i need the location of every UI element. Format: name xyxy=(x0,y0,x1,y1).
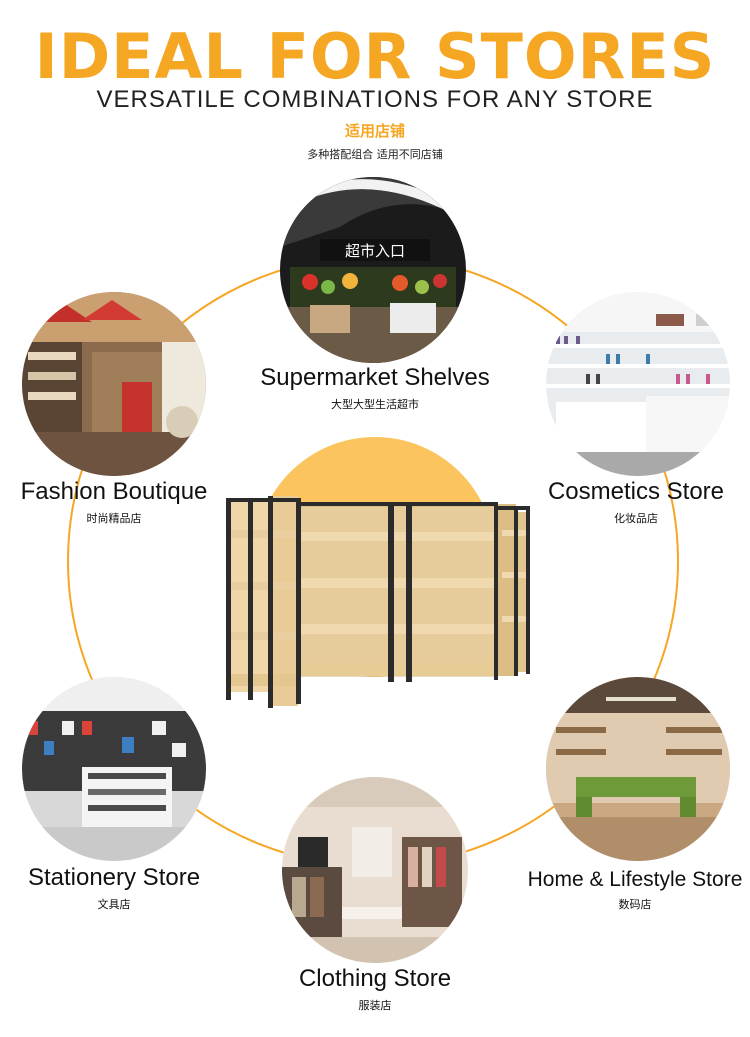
clothing-store-photo xyxy=(282,777,468,963)
store-sublabel-clothing: 服装店 xyxy=(358,999,392,1012)
store-label-clothing: Clothing Store xyxy=(298,965,452,992)
home-lifestyle-store-photo xyxy=(546,677,730,861)
stationery-store-photo xyxy=(22,677,206,861)
store-sublabel-home-lifestyle: 数码店 xyxy=(618,898,652,911)
store-sublabel-supermarket: 大型大型生活超市 xyxy=(331,398,419,411)
chinese-title: 适用店铺 xyxy=(344,122,405,140)
store-label-fashion: Fashion Boutique xyxy=(20,478,208,505)
page-title: IDEAL FOR STORES xyxy=(34,20,716,93)
supermarket-photo: 超市入口 xyxy=(280,177,466,363)
store-label-supermarket: Supermarket Shelves xyxy=(260,364,490,391)
fashion-boutique-photo xyxy=(22,292,206,476)
chinese-subtitle: 多种搭配组合 适用不同店铺 xyxy=(307,148,443,161)
cosmetics-store-photo xyxy=(546,292,730,476)
store-label-stationery: Stationery Store xyxy=(27,864,201,891)
store-sublabel-fashion: 时尚精品店 xyxy=(86,512,142,525)
store-sublabel-stationery: 文具店 xyxy=(97,898,131,911)
supermarket-sign: 超市入口 xyxy=(345,242,405,260)
shelf-product-image xyxy=(222,492,534,710)
store-sublabel-cosmetics: 化妆品店 xyxy=(614,512,658,525)
page-subtitle: VERSATILE COMBINATIONS FOR ANY STORE xyxy=(96,86,654,113)
store-label-cosmetics: Cosmetics Store xyxy=(547,478,725,505)
store-label-home-lifestyle: Home & Lifestyle Store xyxy=(527,868,743,891)
